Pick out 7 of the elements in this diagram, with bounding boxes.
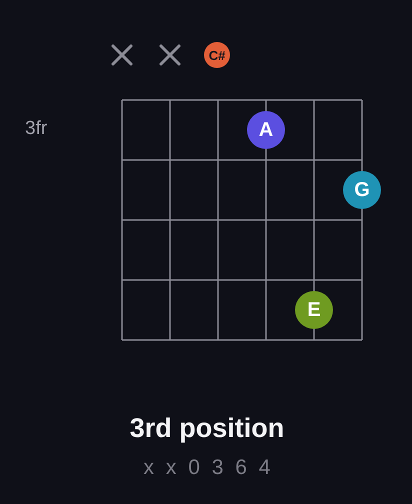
fret-number: 3fr — [25, 118, 48, 140]
note-dot: E — [295, 291, 333, 329]
note-dot: C# — [204, 42, 230, 68]
chord-title: 3rd position — [130, 413, 284, 444]
note-dot: G — [343, 171, 381, 209]
note-dot: A — [247, 111, 285, 149]
fingering-text: x x 0 3 6 4 — [144, 456, 274, 480]
